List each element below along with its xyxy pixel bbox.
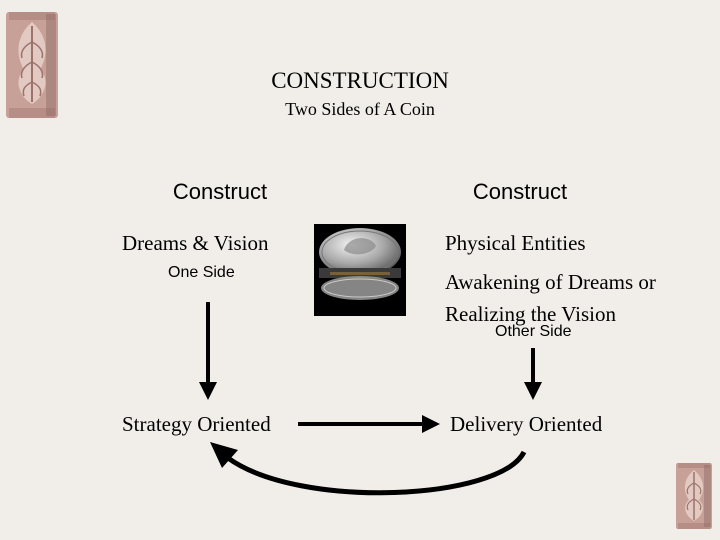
strategy-oriented-label: Strategy Oriented [122,412,271,436]
physical-entities-label: Physical Entities [445,231,586,255]
dreams-vision-label: Dreams & Vision [122,231,269,255]
awakening-line-2: Realizing the Vision [445,302,616,326]
arrow-left-down [199,302,217,400]
page-subtitle: Two Sides of A Coin [285,99,435,119]
coin-image [314,224,406,316]
left-heading: Construct [172,179,268,204]
awakening-line-1: Awakening of Dreams or [445,270,656,294]
arrow-delivery-back-to-strategy [210,442,527,496]
corbel-ornament-icon [6,12,58,118]
awakening-label: Awakening of Dreams or Realizing the Vis… [445,266,715,330]
other-side-label: Other Side [495,323,572,340]
right-heading: Construct [472,179,568,204]
corbel-ornament-icon [676,463,712,529]
one-side-label: One Side [168,264,235,281]
arrow-strategy-to-delivery [298,415,440,433]
coin-icon [319,228,401,300]
delivery-oriented-label: Delivery Oriented [450,412,603,436]
page-title: CONSTRUCTION [271,68,449,93]
arrow-right-down [524,348,542,400]
